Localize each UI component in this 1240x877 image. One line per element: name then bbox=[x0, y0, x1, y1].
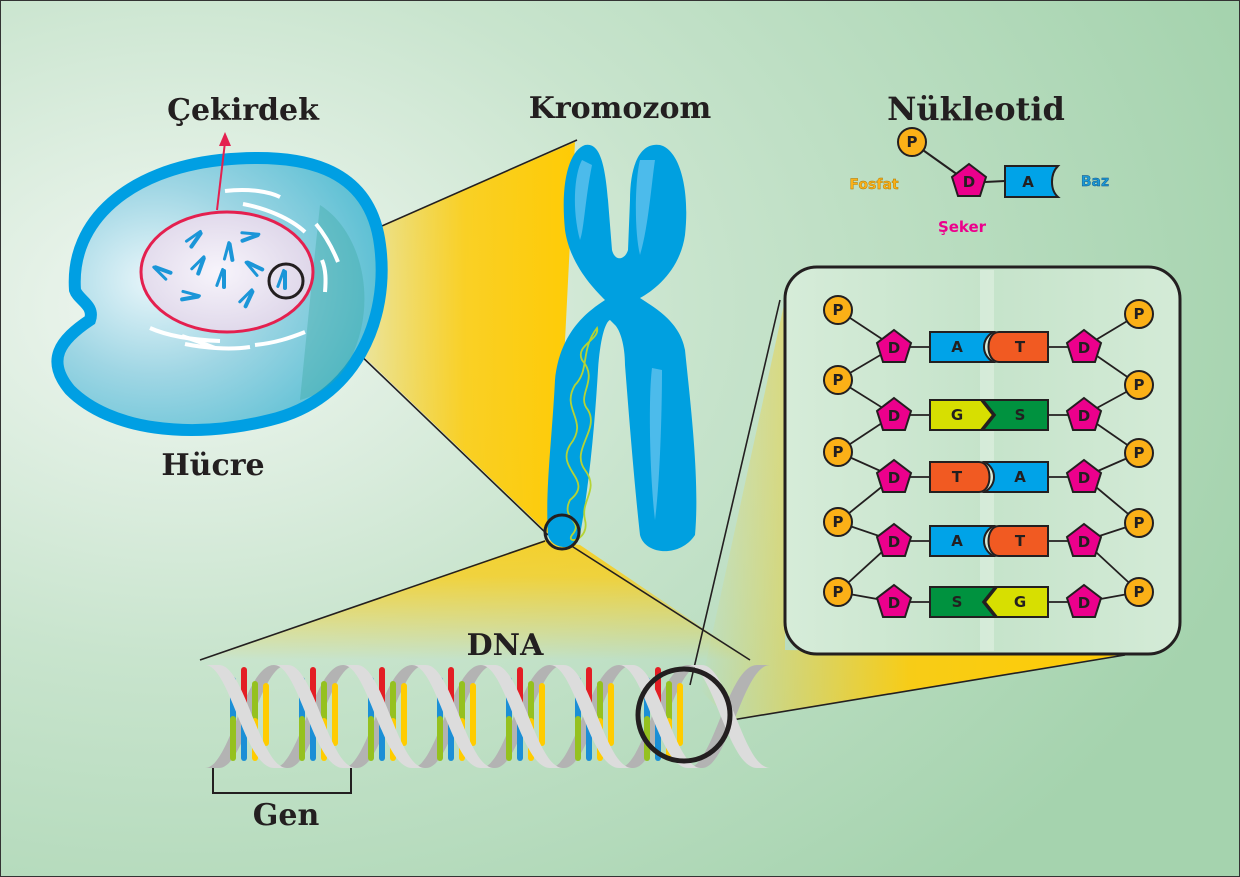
phosphate-node bbox=[823, 507, 853, 537]
sugar-symbol: D bbox=[963, 173, 975, 191]
mini-chromosomes bbox=[152, 229, 287, 309]
sugar-label: D bbox=[888, 469, 900, 487]
endoplasmic-reticulum bbox=[149, 187, 340, 351]
phosphate-node bbox=[1124, 370, 1154, 400]
sugar-label: D bbox=[888, 339, 900, 357]
base-symbol: A bbox=[1022, 173, 1034, 191]
phosphate-label: P bbox=[1134, 305, 1145, 323]
base-S bbox=[980, 399, 1049, 431]
phosphate-label: P bbox=[1134, 583, 1145, 601]
sugar-node bbox=[875, 328, 913, 363]
base-T bbox=[987, 525, 1049, 557]
phosphate-node bbox=[823, 365, 853, 395]
helix-backbone-front bbox=[343, 665, 425, 768]
sugar-node bbox=[875, 396, 913, 431]
helix-backbone-front bbox=[481, 665, 563, 768]
sugar-pentagon bbox=[950, 162, 988, 197]
label-dna: DNA bbox=[467, 628, 544, 663]
label-phosphate: Fosfat bbox=[849, 177, 898, 193]
phosphate-label: P bbox=[833, 371, 844, 389]
sugar-node bbox=[875, 458, 913, 493]
helix-backbone-front bbox=[619, 665, 701, 768]
chromatin-fiber bbox=[565, 325, 598, 541]
phosphate-node bbox=[1124, 577, 1154, 607]
nucleus bbox=[139, 210, 315, 334]
label-sugar: Şeker bbox=[938, 218, 987, 236]
base-G bbox=[983, 586, 1049, 618]
gene-bracket bbox=[212, 768, 352, 794]
label-gene: Gen bbox=[253, 798, 320, 833]
base-A bbox=[929, 331, 997, 363]
base-letter: A bbox=[951, 338, 963, 356]
base-letter: A bbox=[1014, 468, 1026, 486]
sugar-label: D bbox=[888, 407, 900, 425]
base-S bbox=[929, 586, 998, 618]
phosphate-label: P bbox=[833, 583, 844, 601]
label-base: Baz bbox=[1081, 174, 1109, 190]
base-letter: T bbox=[952, 468, 963, 486]
base-letter: S bbox=[1015, 406, 1026, 424]
base-shape bbox=[1004, 165, 1061, 198]
phosphate-label: P bbox=[833, 301, 844, 319]
sugar-node bbox=[1065, 328, 1103, 363]
helix-backbone-front bbox=[205, 665, 287, 768]
base-A bbox=[929, 525, 997, 557]
sugar-label: D bbox=[1078, 594, 1090, 612]
sugar-label: D bbox=[888, 594, 900, 612]
helix-backbone-front bbox=[412, 665, 494, 768]
sugar-label: D bbox=[1078, 339, 1090, 357]
label-cell: Hücre bbox=[161, 448, 264, 483]
sugar-label: D bbox=[1078, 533, 1090, 551]
phosphate-label: P bbox=[1134, 514, 1145, 532]
phosphate-label: P bbox=[1134, 444, 1145, 462]
base-letter: T bbox=[1015, 532, 1026, 550]
helix-backbone-front bbox=[550, 665, 632, 768]
base-letter: T bbox=[1015, 338, 1026, 356]
phosphate-circle bbox=[897, 127, 927, 157]
phosphate-node bbox=[823, 577, 853, 607]
sugar-node bbox=[1065, 522, 1103, 557]
base-letter: G bbox=[951, 406, 963, 424]
sugar-label: D bbox=[1078, 469, 1090, 487]
base-letter: G bbox=[1014, 593, 1026, 611]
magnifier-circle-nucleus bbox=[267, 262, 305, 300]
base-T bbox=[929, 461, 991, 493]
phosphate-node bbox=[823, 295, 853, 325]
label-nucleus: Çekirdek bbox=[167, 93, 320, 128]
base-letter: A bbox=[951, 532, 963, 550]
phosphate-node bbox=[823, 437, 853, 467]
nucleotide-legend: P D A Fosfat Baz Şeker bbox=[849, 127, 1109, 236]
phosphate-label: P bbox=[833, 443, 844, 461]
sugar-label: D bbox=[1078, 407, 1090, 425]
phosphate-label: P bbox=[1134, 376, 1145, 394]
label-nucleotide: Nükleotid bbox=[887, 90, 1065, 128]
base-G bbox=[929, 399, 995, 431]
base-pairs: P P D D A T P P D D G S P P D D T A P P D D A T P P D D S G bbox=[823, 295, 1154, 618]
nucleus-arrow bbox=[216, 141, 226, 211]
sugar-node bbox=[1065, 458, 1103, 493]
base-A bbox=[981, 461, 1049, 493]
base-T bbox=[987, 331, 1049, 363]
cell bbox=[51, 132, 388, 436]
phosphate-node bbox=[1124, 438, 1154, 468]
helix-backbone-front bbox=[274, 665, 356, 768]
sugar-node bbox=[1065, 583, 1103, 618]
sugar-node bbox=[1065, 396, 1103, 431]
magnifier-circle-chromosome bbox=[543, 513, 581, 551]
sugar-label: D bbox=[888, 533, 900, 551]
base-letter: S bbox=[952, 593, 963, 611]
chromosome bbox=[543, 144, 697, 552]
label-chromosome: Kromozom bbox=[529, 91, 712, 126]
phosphate-node bbox=[1124, 299, 1154, 329]
phosphate-symbol: P bbox=[907, 133, 918, 151]
zoom-beam-chromosome-to-dna bbox=[200, 540, 750, 660]
sugar-node bbox=[875, 583, 913, 618]
phosphate-label: P bbox=[833, 513, 844, 531]
sugar-node bbox=[875, 522, 913, 557]
magnifier-circle-dna bbox=[635, 666, 733, 764]
arrow-head-icon bbox=[219, 132, 231, 146]
phosphate-node bbox=[1124, 508, 1154, 538]
